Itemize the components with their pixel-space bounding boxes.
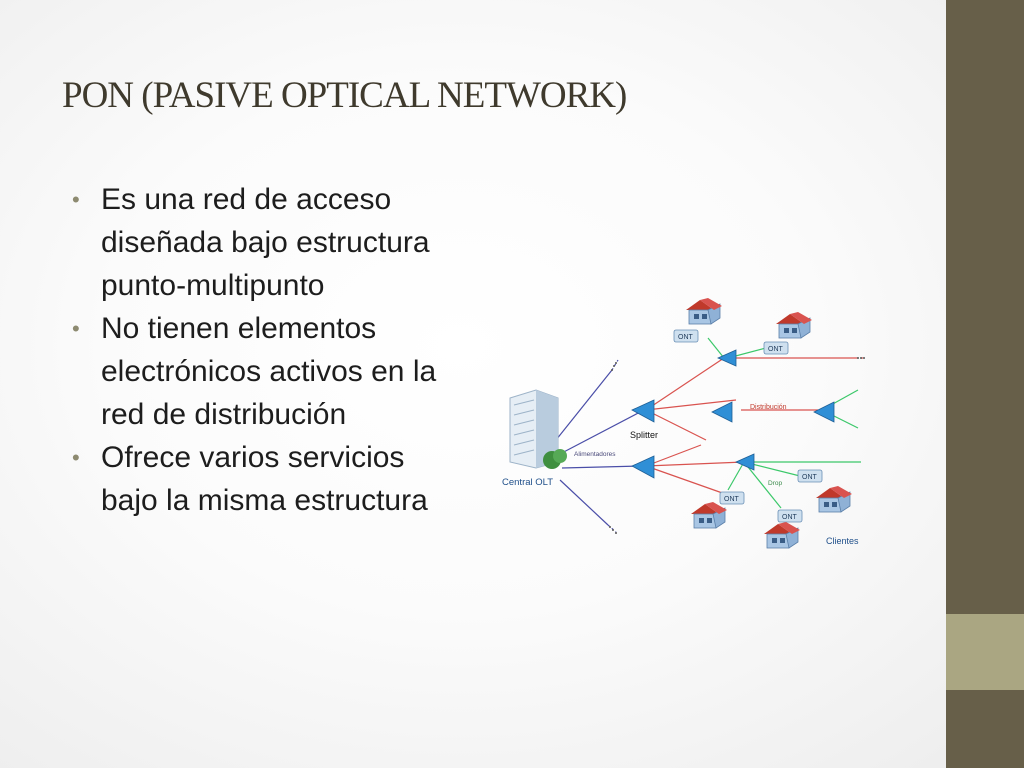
bullet-dot-icon: • [72,187,80,212]
ont-label: ONT [802,474,818,481]
ont-label: ONT [768,346,784,353]
bullet-text: No tienen elementos electrónicos activos… [101,312,437,431]
continuation-dots [609,357,865,534]
central-olt-building-icon [509,389,567,469]
splitter-icons [631,349,835,479]
client-house-icons [685,297,853,549]
bullet-dot-icon: • [72,316,80,341]
ont-label: ONT [724,496,740,503]
alimentadores-label: Alimentadores [574,451,616,458]
ont-label: ONT [678,334,694,341]
bullet-text: Ofrece varios servicios bajo la misma es… [101,441,428,517]
splitter-label: Splitter [630,430,658,440]
pon-network-diagram: ONT ONT ONT ONT ONT Central OLT Splitter… [502,297,865,549]
drop-label: Drop [768,480,782,487]
bullet-text: Es una red de acceso diseñada bajo estru… [101,183,430,302]
bullet-item: • Ofrece varios servicios bajo la misma … [72,436,452,522]
sidebar-accent-decoration [946,614,1024,690]
ont-label: ONT [782,514,798,521]
bullet-item: • No tienen elementos electrónicos activ… [72,307,452,436]
bullet-item: • Es una red de acceso diseñada bajo est… [72,178,452,307]
clientes-label: Clientes [826,536,859,546]
bullet-dot-icon: • [72,445,80,470]
bullet-list: • Es una red de acceso diseñada bajo est… [72,178,452,522]
ont-boxes [673,329,823,523]
slide-title: PON (PASIVE OPTICAL NETWORK) [62,75,627,116]
distribution-lines [645,357,864,496]
central-olt-label: Central OLT [502,477,553,488]
feeder-lines [555,359,645,533]
distribucion-label: Distribución [750,404,787,411]
